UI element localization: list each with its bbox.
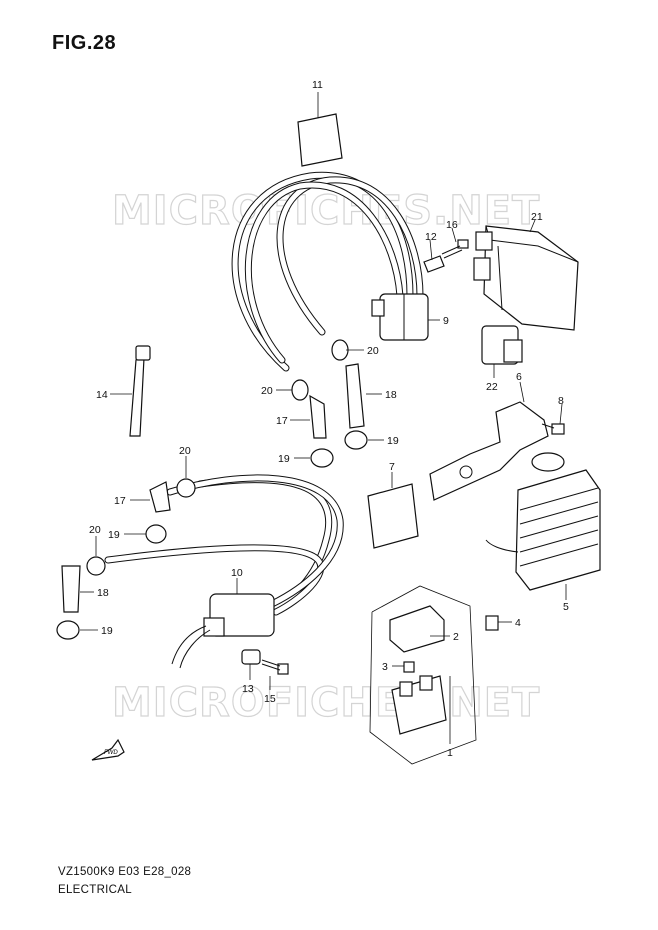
callout-18b: 18 <box>97 587 109 599</box>
leader-lines <box>80 92 567 744</box>
part-19-boot-c[interactable] <box>145 524 167 544</box>
part-19-boot-d[interactable] <box>56 620 80 640</box>
callout-11: 11 <box>312 79 323 91</box>
callouts: 11 21 16 12 9 20 22 14 20 18 6 8 17 19 2… <box>89 79 569 759</box>
figure-title: FIG.28 <box>52 32 117 54</box>
callout-19a: 19 <box>387 435 399 447</box>
part-17-plug-cap-a[interactable] <box>309 394 327 439</box>
callout-20c: 20 <box>179 445 191 457</box>
part-18-plug-cap-a[interactable] <box>345 363 365 429</box>
part-9-ignition-coil[interactable] <box>371 293 429 341</box>
relay-exploded-box <box>369 585 477 765</box>
part-1-starter-relay[interactable] <box>391 675 447 735</box>
callout-19d: 19 <box>101 625 113 637</box>
callout-22: 22 <box>486 381 498 393</box>
part-3-fuse[interactable] <box>403 661 415 673</box>
callout-18a: 18 <box>385 389 397 401</box>
watermark-bottom: MICROFICHES.NET <box>112 680 540 726</box>
callout-19b: 19 <box>278 453 290 465</box>
callout-12: 12 <box>425 231 437 243</box>
callout-4: 4 <box>515 617 521 629</box>
callout-7: 7 <box>389 461 395 473</box>
part-19-boot-a[interactable] <box>344 430 368 450</box>
callout-8: 8 <box>558 395 564 407</box>
callout-10: 10 <box>231 567 243 579</box>
part-14-cable-tie[interactable] <box>129 345 151 437</box>
part-5-regulator[interactable] <box>485 469 601 591</box>
part-13-spacer[interactable] <box>241 649 261 665</box>
callout-13: 13 <box>242 683 254 695</box>
part-22-connector[interactable] <box>481 325 523 365</box>
callout-21: 21 <box>531 211 543 223</box>
callout-3: 3 <box>382 661 388 673</box>
part-20-cap-d[interactable] <box>86 556 106 576</box>
callout-9: 9 <box>443 315 449 327</box>
callout-14: 14 <box>96 389 108 401</box>
callout-17a: 17 <box>276 415 288 427</box>
part-7-sheet[interactable] <box>367 483 419 549</box>
model-code: VZ1500K9 E03 E28_028 <box>58 866 192 878</box>
callout-1: 1 <box>447 747 453 759</box>
category-label: ELECTRICAL <box>58 884 132 896</box>
callout-2: 2 <box>453 631 459 643</box>
part-10-ignition-coil[interactable] <box>171 593 275 669</box>
part-20-cap-a[interactable] <box>331 339 349 361</box>
callout-16: 16 <box>446 219 458 231</box>
part-6-bracket[interactable] <box>429 401 565 501</box>
part-15-bolt[interactable] <box>261 659 289 675</box>
svg-text:FWD: FWD <box>104 750 118 756</box>
part-12-spacer[interactable] <box>423 255 445 273</box>
callout-20b: 20 <box>261 385 273 397</box>
part-17-plug-cap-b[interactable] <box>149 481 171 513</box>
part-2-relay-cover[interactable] <box>389 605 445 653</box>
part-18-plug-cap-b[interactable] <box>61 565 81 613</box>
callout-15: 15 <box>264 693 276 705</box>
callout-5: 5 <box>563 601 569 613</box>
part-4-bolt[interactable] <box>485 615 499 631</box>
callout-17b: 17 <box>114 495 126 507</box>
part-20-cap-b[interactable] <box>291 379 309 401</box>
part-8-bolt[interactable] <box>541 423 565 435</box>
callout-19c: 19 <box>108 529 120 541</box>
callout-20a: 20 <box>367 345 379 357</box>
callout-20d: 20 <box>89 524 101 536</box>
part-20-cap-c[interactable] <box>176 478 196 498</box>
part-11-label-sheet[interactable] <box>297 113 343 167</box>
part-19-boot-b[interactable] <box>310 448 334 468</box>
callout-6: 6 <box>516 371 522 383</box>
fwd-direction-arrow: FWD <box>91 738 125 761</box>
watermark-top: MICROFICHES.NET <box>112 188 540 234</box>
lower-ignition-leads <box>104 474 344 616</box>
upper-ignition-leads <box>231 171 424 372</box>
part-21-ecm[interactable] <box>473 225 579 331</box>
part-16-bolt[interactable] <box>441 239 469 259</box>
